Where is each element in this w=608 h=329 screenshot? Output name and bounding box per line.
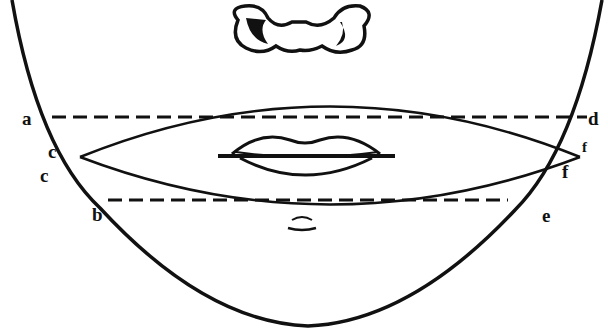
chin-mark xyxy=(288,228,316,230)
point-label: d xyxy=(588,109,599,128)
point-label: b xyxy=(92,205,103,224)
nostril xyxy=(336,22,345,46)
upper-lip xyxy=(232,137,380,154)
lower-dashed-line xyxy=(108,199,508,202)
point-label: c xyxy=(48,142,56,161)
nose xyxy=(234,6,369,53)
point-label: f xyxy=(582,140,587,155)
point-label: c xyxy=(40,166,48,185)
chin-mark xyxy=(292,217,312,220)
upper-arc xyxy=(80,107,580,158)
upper-dashed-line xyxy=(52,116,587,119)
nostril xyxy=(246,18,268,44)
point-label: a xyxy=(22,109,32,128)
lower-lip xyxy=(240,158,372,175)
point-label: e xyxy=(542,206,550,225)
point-label: f xyxy=(562,162,568,181)
lip-inner xyxy=(236,152,378,157)
face-outline xyxy=(12,0,602,326)
lower-arc xyxy=(80,157,580,205)
